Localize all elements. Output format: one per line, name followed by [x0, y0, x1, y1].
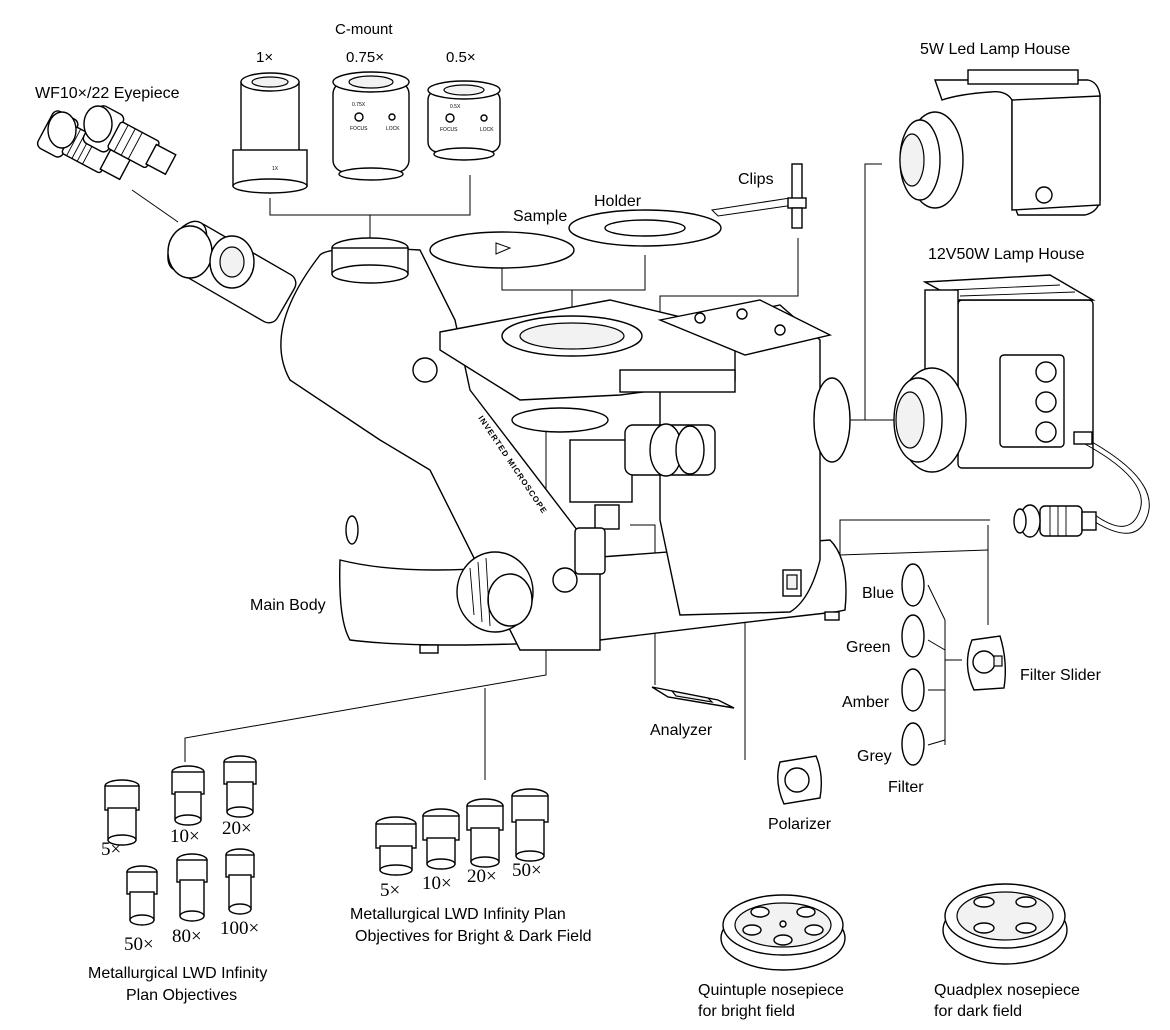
objective-a-mag-20x: 20× [222, 818, 252, 839]
objective-a-mag-5x: 5× [101, 839, 121, 860]
filter-grey [901, 722, 925, 766]
microscope-body: INVERTED MICROSCOPE [167, 220, 851, 654]
cmount-adapters: 1X 0.75X FOCUS LOCK 0.5X FOCUS LOCK [232, 71, 501, 194]
objective-b-mag-5x: 5× [380, 880, 400, 901]
objectives-a-caption-line1: Metallurgical LWD Infinity [88, 965, 267, 982]
polarizer-part [777, 755, 823, 805]
label-sample: Sample [513, 208, 567, 225]
led-lamp-house [899, 69, 1101, 216]
analyzer-part [651, 686, 735, 709]
label-cmount: C-mount [335, 21, 393, 38]
objectives-a-caption-line2: Plan Objectives [126, 987, 237, 1004]
filter-slider-part [966, 635, 1007, 691]
objective-b-5x [375, 816, 417, 876]
quintuple-caption-line1: Quintuple nosepiece [698, 982, 844, 999]
filter-amber [901, 668, 925, 712]
objective-a-20x [223, 755, 257, 818]
sample-holders [429, 209, 722, 269]
objectives-b-caption-line2: Objectives for Bright & Dark Field [355, 928, 592, 945]
label-filter-grey: Grey [857, 748, 892, 765]
label-clips: Clips [738, 171, 774, 188]
objective-a-mag-50x: 50× [124, 934, 154, 955]
quintuple-nosepiece [720, 894, 846, 971]
label-filter-amber: Amber [842, 694, 890, 711]
quintuple-caption-line2: for bright field [698, 1003, 795, 1020]
objective-b-20x [466, 798, 504, 868]
objective-a-mag-80x: 80× [172, 926, 202, 947]
objective-a-mag-100x: 100× [220, 918, 259, 939]
quadplex-nosepiece [942, 883, 1068, 965]
objective-b-10x [422, 808, 460, 870]
adapter-075-mark: 0.75X [352, 102, 366, 108]
label-halogen-lamp-house: 12V50W Lamp House [928, 246, 1085, 263]
quadplex-caption-line2: for dark field [934, 1003, 1022, 1020]
adapter-05-focus-mark: FOCUS [440, 127, 458, 133]
adapter-05-lock-mark: LOCK [480, 127, 494, 133]
objective-a-100x [225, 848, 255, 915]
label-mag-075x: 0.75× [346, 49, 384, 66]
objective-a-mag-10x: 10× [170, 826, 200, 847]
filter-blue [901, 563, 925, 607]
objectives-set-b [375, 788, 549, 876]
objectives-b-caption-line1: Metallurgical LWD Infinity Plan [350, 906, 566, 923]
objective-b-mag-50x: 50× [512, 860, 542, 881]
label-analyzer: Analyzer [650, 722, 713, 739]
label-eyepiece: WF10×/22 Eyepiece [35, 85, 180, 102]
label-polarizer: Polarizer [768, 816, 832, 833]
adapter-075-focus-mark: FOCUS [350, 126, 368, 132]
filter-green [901, 614, 925, 658]
label-filter-green: Green [846, 639, 890, 656]
label-main-body: Main Body [250, 597, 326, 614]
objective-a-10x [171, 765, 205, 826]
clip-part [710, 163, 807, 229]
adapter-05-mark: 0.5X [450, 104, 461, 110]
label-led-lamp-house: 5W Led Lamp House [920, 41, 1070, 58]
power-connector [1013, 504, 1097, 538]
label-filter-slider: Filter Slider [1020, 667, 1102, 684]
label-filter-blue: Blue [862, 585, 894, 602]
objective-b-mag-20x: 20× [467, 866, 497, 887]
objective-b-mag-10x: 10× [422, 873, 452, 894]
objective-a-50x [126, 865, 158, 926]
label-mag-1x: 1× [256, 49, 273, 66]
halogen-lamp-house [893, 274, 1150, 534]
objectives-set-a [104, 755, 257, 926]
eyepiece-part [36, 105, 179, 223]
label-mag-05x: 0.5× [446, 49, 476, 66]
adapter-1x-mark: 1X [272, 166, 279, 172]
objective-a-5x [104, 779, 140, 846]
filter-discs [901, 563, 925, 766]
adapter-075-lock-mark: LOCK [386, 126, 400, 132]
objective-b-50x [511, 788, 549, 862]
quadplex-caption-line1: Quadplex nosepiece [934, 982, 1080, 999]
label-holder: Holder [594, 193, 642, 210]
label-filter: Filter [888, 779, 924, 796]
objective-a-80x [176, 853, 208, 922]
labels: WF10×/22 Eyepiece C-mount 1× 0.75× 0.5× … [35, 21, 1102, 1020]
